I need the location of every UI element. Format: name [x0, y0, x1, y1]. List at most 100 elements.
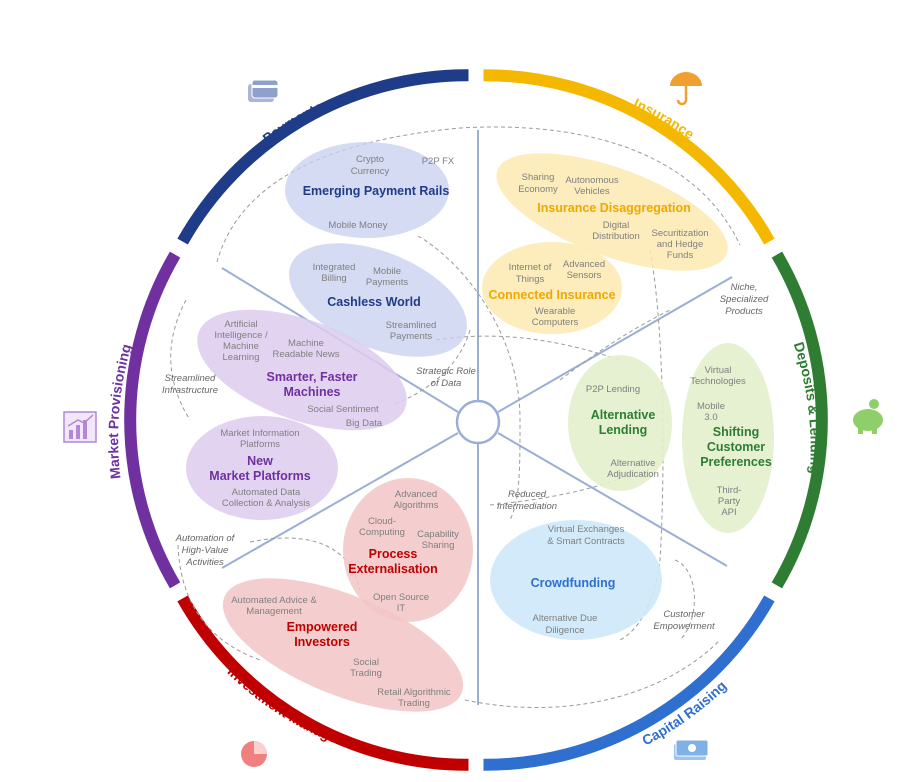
theme-text: of Data — [431, 378, 462, 389]
theme-text: Niche, — [731, 282, 758, 293]
bubble-connected-insurance: Internet of Things Advanced Sensors Conn… — [482, 242, 622, 334]
item-text: Virtual — [705, 365, 732, 376]
item-text: Third- — [717, 485, 742, 496]
item-text: Computing — [359, 527, 405, 538]
item-text: Sharing — [522, 172, 555, 183]
item-text: Sensors — [567, 270, 602, 281]
ring-arc-market — [124, 251, 181, 589]
pie-chart-icon — [241, 741, 267, 767]
item-text: Payments — [366, 277, 408, 288]
bubble-shape — [197, 309, 407, 431]
bubble-title: Shifting — [713, 425, 760, 439]
item-text: Currency — [351, 166, 390, 177]
theme-text: Strategic Role — [416, 366, 476, 377]
theme-text: Customer — [663, 609, 705, 620]
item-text: Advanced — [395, 489, 437, 500]
theme-text: Activities — [185, 557, 224, 568]
bubble-process-externalisation: Advanced Algorithms Cloud- Computing Cap… — [343, 478, 473, 622]
item-text: Automated Data — [232, 487, 301, 498]
bubble-shape — [343, 478, 473, 622]
item-text: Streamlined — [386, 320, 437, 331]
item-text: Billing — [321, 273, 346, 284]
center-hub — [455, 399, 501, 445]
theme-streamlined-infrastructure: Streamlined Infrastructure — [162, 373, 218, 396]
bubble-shape — [285, 142, 449, 238]
bubble-shape — [568, 355, 672, 491]
item-text: Collection & Analysis — [222, 498, 310, 509]
bubble-title: New — [247, 454, 273, 468]
item-text: Trading — [350, 668, 382, 679]
item-text: Things — [516, 274, 545, 285]
outer-ring — [124, 69, 828, 771]
bubble-title: Cashless World — [327, 295, 421, 309]
spoke-lower-right — [497, 432, 728, 567]
bubble-shape — [496, 153, 728, 271]
segment-label-payments: Payments — [260, 98, 326, 146]
ring-arc-insurance — [483, 69, 775, 245]
bubble-smarter-faster-machines: Artificial Intelligence / Machine Learni… — [197, 309, 407, 431]
bar-chart-growth-icon — [63, 411, 97, 443]
item-text: Mobile — [373, 266, 401, 277]
bubble-title: Empowered — [287, 620, 358, 634]
bubble-title: Connected Insurance — [488, 288, 615, 302]
bubble-shape — [289, 243, 467, 357]
item-text: Automated Advice & — [231, 595, 317, 606]
item-text: Readable News — [272, 349, 339, 360]
item-text: Alternative Due — [533, 613, 598, 624]
item-text: Artificial — [224, 319, 257, 330]
bubble-title: Insurance Disaggregation — [537, 201, 691, 215]
theme-text: Reduced — [508, 489, 547, 500]
bubble-shape — [482, 242, 622, 334]
item-text: API — [721, 507, 736, 518]
item-text: Advanced — [563, 259, 605, 270]
item-text: Virtual Exchanges — [548, 524, 625, 535]
bubble-alternative-lending: P2P Lending Alternative Lending Alternat… — [568, 355, 672, 491]
bubble-shape — [490, 520, 662, 640]
bubble-title: Process — [369, 547, 418, 561]
theme-text: Empowerment — [653, 621, 715, 632]
item-text: Machine — [288, 338, 324, 349]
item-text: Capability — [417, 529, 459, 540]
item-text: Machine — [223, 341, 259, 352]
item-text: Integrated — [313, 262, 356, 273]
item-text: Alternative — [611, 458, 656, 469]
item-text: Big Data — [346, 418, 383, 429]
theme-niche-specialized-products: Niche, Specialized Products — [720, 282, 769, 317]
theme-customer-empowerment: Customer Empowerment — [653, 609, 715, 632]
theme-automation-high-value: Automation of High-Value Activities — [175, 533, 236, 568]
ring-arc-investment — [177, 595, 469, 771]
money-stack-icon — [674, 739, 709, 760]
bubble-cashless-world: Integrated Billing Mobile Payments Cashl… — [289, 243, 467, 357]
bubble-crowdfunding: Virtual Exchanges & Smart Contracts Crow… — [490, 520, 662, 640]
umbrella-icon — [670, 72, 702, 106]
theme-text: Infrastructure — [162, 385, 218, 396]
item-text: Algorithms — [394, 500, 439, 511]
item-text: IT — [397, 603, 406, 614]
bubble-title: Externalisation — [348, 562, 438, 576]
item-text: Wearable — [535, 306, 576, 317]
item-text: & Smart Contracts — [547, 536, 625, 547]
theme-text: High-Value — [182, 545, 229, 556]
item-text: Mobile — [697, 401, 725, 412]
theme-text: Streamlined — [165, 373, 216, 384]
bubble-shifting-customer-preferences: Virtual Technologies Mobile 3.0 Shifting… — [682, 343, 774, 533]
bubble-title: Emerging Payment Rails — [303, 184, 450, 198]
item-text: Intelligence / — [214, 330, 268, 341]
bubble-emerging-payment-rails: Crypto Currency P2P FX Emerging Payment … — [285, 142, 455, 238]
bubble-title: Alternative — [591, 408, 656, 422]
item-text: P2P Lending — [586, 384, 640, 395]
item-text: Economy — [518, 184, 558, 195]
item-text: Technologies — [690, 376, 746, 387]
item-text: Market Information — [220, 428, 299, 439]
item-text: Mobile Money — [328, 220, 387, 231]
item-text: Computers — [532, 317, 579, 328]
item-text: Trading — [398, 698, 430, 709]
item-text: Cloud- — [368, 516, 396, 527]
theme-text: Automation of — [175, 533, 236, 544]
item-text: 3.0 — [704, 412, 717, 423]
item-text: Party — [718, 496, 740, 507]
item-text: Management — [246, 606, 302, 617]
item-text: Retail Algorithmic — [377, 687, 451, 698]
piggy-bank-icon — [853, 399, 883, 434]
